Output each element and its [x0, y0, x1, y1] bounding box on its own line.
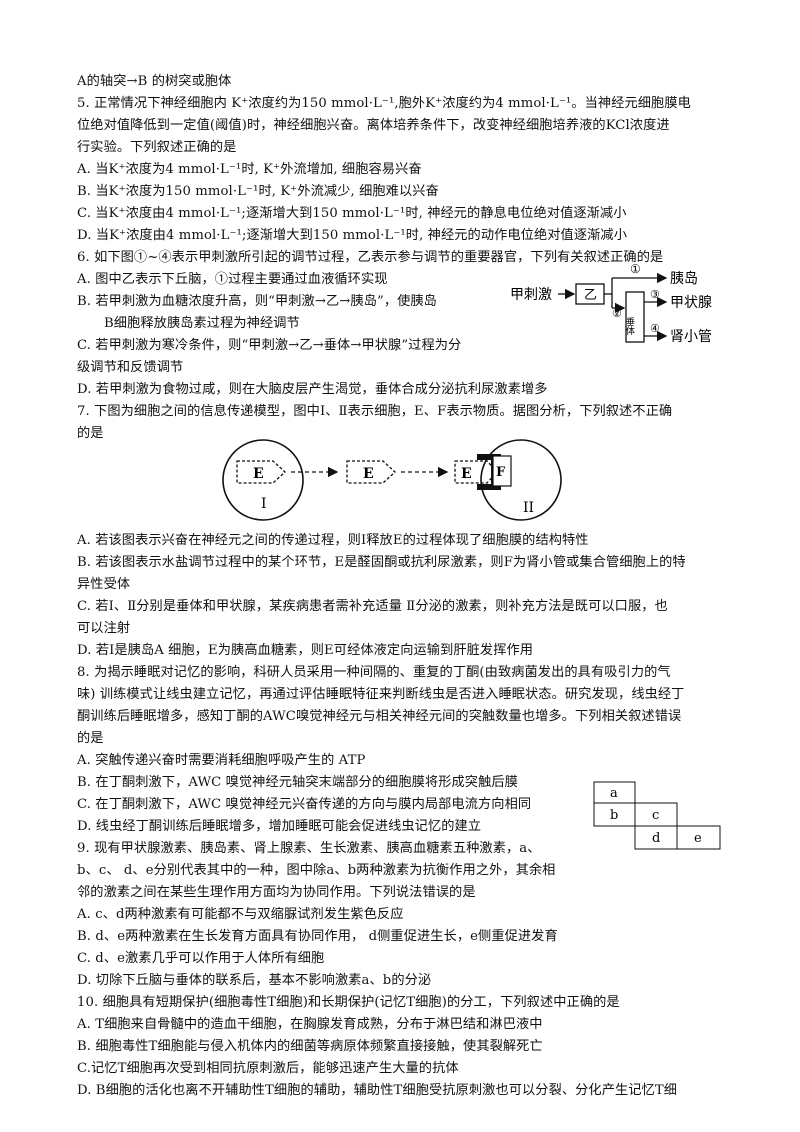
- text-line: 8. 为揭示睡眠对记忆的影响，科研人员采用一种间隔的、重复的丁酮(由致病菌发出的…: [77, 665, 671, 680]
- hormone-c-label: c: [652, 808, 659, 823]
- text-line: B. 若该图表示水盐调节过程中的某个环节，E是醛固酮或抗利尿激素，则F为肾小管或…: [77, 555, 686, 570]
- text-line: D. B细胞的活化也离不开辅助性T细胞的辅助，辅助性T细胞受抗原刺激也可以分裂、…: [77, 1083, 678, 1098]
- text-line: 6. 如下图①~④表示甲刺激所引起的调节过程，乙表示参与调节的重要器官，下列有关…: [77, 250, 664, 265]
- cell-1-label: I: [261, 496, 267, 512]
- text-line: B. 当K⁺浓度为150 mmol·L⁻¹时, K⁺外流减少, 细胞难以兴奋: [77, 184, 439, 199]
- text-line: A. 当K⁺浓度为4 mmol·L⁻¹时, K⁺外流增加, 细胞容易兴奋: [77, 162, 422, 177]
- text-line: D. 线虫经丁酮训练后睡眠增多，增加睡眠可能会促进线虫记忆的建立: [77, 819, 482, 834]
- cell-2: [480, 439, 562, 521]
- text-line: 行实验。下列叙述正确的是: [77, 140, 237, 155]
- hormone-b-label: b: [610, 808, 618, 823]
- substance-e-shape: [454, 460, 498, 484]
- step-4-label: ④: [650, 322, 660, 335]
- hormone-a-label: a: [610, 786, 618, 801]
- text-line: D. 若Ⅰ是胰岛A 细胞，E为胰高血糖素，则E可经体液定向运输到肝脏发挥作用: [77, 643, 534, 658]
- figure-6-diagram: 甲刺激 乙 ① 胰岛 ② 垂体 ③ 甲状腺 ④ 肾小管: [510, 262, 712, 345]
- step-1-label: ①: [630, 262, 641, 276]
- text-line: C. d、e激素几乎可以作用于人体所有细胞: [77, 951, 325, 966]
- text-line: D. 若甲刺激为食物过咸，则在大脑皮层产生渴觉，垂体合成分泌抗利尿激素增多: [77, 382, 548, 397]
- grid-cell-e: [676, 825, 721, 850]
- text-line: 5. 正常情况下神经细胞内 K⁺浓度约为150 mmol·L⁻¹,胞外K⁺浓度约…: [77, 96, 691, 111]
- text-line: 可以注射: [77, 621, 131, 636]
- text-line: D. 当K⁺浓度由4 mmol·L⁻¹;逐渐增大到150 mmol·L⁻¹时, …: [77, 228, 627, 243]
- text-line: 的是: [77, 426, 104, 441]
- text-line: B细胞释放胰岛素过程为神经调节: [104, 316, 300, 331]
- substance-e-shape: [346, 460, 396, 484]
- stimulus-label: 甲刺激: [510, 286, 552, 303]
- substance-e-label: E: [461, 466, 472, 482]
- text-line: C. 若Ⅰ、Ⅱ分别是垂体和甲状腺，某疾病患者需补充适量 Ⅱ分泌的激素，则补充方法…: [77, 599, 668, 614]
- text-line: A. 图中乙表示下丘脑，①过程主要通过血液循环实现: [77, 272, 388, 287]
- text-line: 异性受体: [77, 577, 131, 592]
- text-line: C. 在丁酮刺激下，AWC 嗅觉神经元兴奋传递的方向与膜内局部电流方向相同: [77, 797, 532, 812]
- text-line: 味) 训练模式让线虫建立记忆，再通过评估睡眠特征来判断线虫是否进入睡眠状态。研究…: [77, 687, 685, 702]
- receptor-f-label: F: [496, 465, 506, 480]
- text-line: 9. 现有甲状腺激素、胰岛素、肾上腺素、生长激素、胰高血糖素五种激素，a、: [77, 841, 541, 856]
- receptor-f-box: [492, 455, 512, 487]
- figure-9-grid: a b c d e: [593, 781, 721, 850]
- target-label: 胰岛: [670, 271, 698, 287]
- text-line: 7. 下图为细胞之间的信息传递模型，图中Ⅰ、Ⅱ表示细胞，E、F表示物质。据图分析…: [77, 404, 673, 419]
- text-line: 邻的激素之间在某些生理作用方面均为协同作用。下列说法错误的是: [77, 885, 476, 900]
- text-line: C. 若甲刺激为寒冷条件，则“甲刺激→乙→垂体→甲状腺”过程为分: [77, 338, 462, 353]
- text-line: B. 若甲刺激为血糖浓度升高，则“甲刺激→乙→胰岛”，使胰岛: [77, 294, 437, 309]
- substance-e-label: E: [253, 466, 264, 482]
- hormone-d-label: d: [652, 831, 660, 846]
- pituitary-label: 垂体: [624, 316, 635, 336]
- text-line: A. c、d两种激素有可能都不与双缩脲试剂发生紫色反应: [77, 907, 404, 922]
- text-line: C.记忆T细胞再次受到相同抗原刺激后，能够迅速产生大量的抗体: [77, 1061, 459, 1076]
- text-line: D. 切除下丘脑与垂体的联系后，基本不影响激素a、b的分泌: [77, 973, 432, 988]
- text-line: A. 突触传递兴奋时需要消耗细胞呼吸产生的 ATP: [77, 753, 366, 768]
- text-line: b、c、 d、e分别代表其中的一种，图中除a、b两种激素为抗衡作用之外，其余相: [77, 863, 556, 878]
- hormone-e-label: e: [694, 831, 702, 846]
- text-line: 位绝对值降低到一定值(阈值)时，神经细胞兴奋。离体培养条件下，改变神经细胞培养液…: [77, 118, 670, 133]
- organ-label: 乙: [584, 288, 597, 303]
- text-line: B. 细胞毒性T细胞能与侵入机体内的细菌等病原体频繁直接接触，使其裂解死亡: [77, 1039, 543, 1054]
- substance-e-label: E: [363, 466, 374, 482]
- text-line: B. 在丁酮刺激下，AWC 嗅觉神经元轴突末端部分的细胞膜将形成突触后膜: [77, 775, 518, 790]
- pituitary-box: [625, 291, 645, 343]
- text-line: A. 若该图表示兴奋在神经元之间的传递过程，则Ⅰ释放E的过程体现了细胞膜的结构特…: [77, 533, 589, 548]
- target-label: 肾小管: [670, 329, 712, 345]
- figure-7-diagram: E I E E F II: [222, 439, 562, 521]
- step-3-label: ③: [650, 288, 660, 301]
- step-2-label: ②: [612, 307, 622, 320]
- text-line: 10. 细胞具有短期保护(细胞毒性T细胞)和长期保护(记忆T细胞)的分工，下列叙…: [77, 995, 620, 1010]
- text-line: B. d、e两种激素在生长发育方面具有协同作用， d侧重促进生长，e侧重促进发育: [77, 929, 558, 944]
- text-line: 级调节和反馈调节: [77, 360, 184, 375]
- cell-1: [222, 439, 304, 521]
- target-label: 甲状腺: [670, 295, 712, 311]
- text-line: A的轴突→B 的树突或胞体: [77, 74, 232, 89]
- text-line: C. 当K⁺浓度由4 mmol·L⁻¹;逐渐增大到150 mmol·L⁻¹时, …: [77, 206, 627, 221]
- substance-e-shape: [236, 460, 286, 484]
- text-line: 的是: [77, 731, 104, 746]
- cell-2-label: II: [523, 500, 534, 516]
- text-line: A. T细胞来自骨髓中的造血干细胞，在胸腺发育成熟，分布于淋巴结和淋巴液中: [77, 1017, 543, 1032]
- text-line: 酮训练后睡眠增多，感知丁酮的AWC嗅觉神经元与相关神经元间的突触数量也增多。下列…: [77, 709, 682, 724]
